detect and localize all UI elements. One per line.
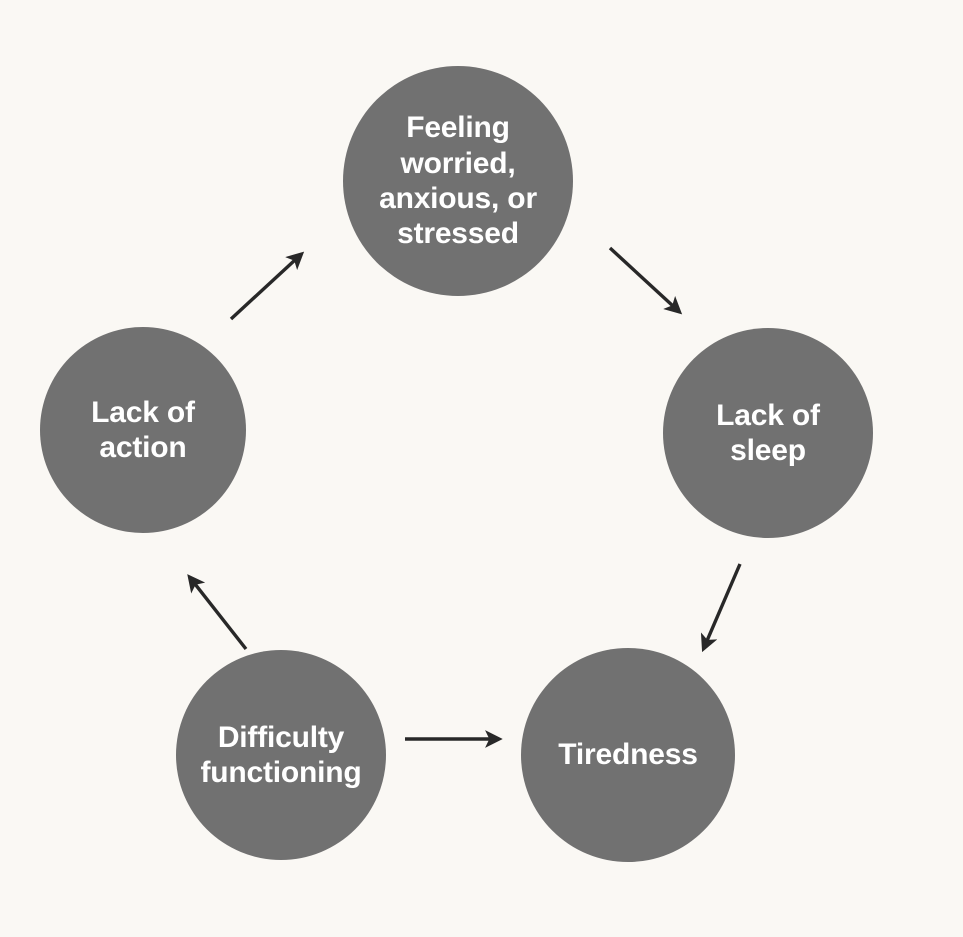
arrow-action-to-worried xyxy=(229,251,305,321)
node-tiredness: Tiredness xyxy=(521,648,735,862)
arrow-worried-to-sleep xyxy=(608,246,683,315)
arrow-difficulty-to-action xyxy=(187,574,248,651)
node-lack-of-sleep: Lack of sleep xyxy=(663,328,873,538)
node-difficulty-functioning: Difficulty functioning xyxy=(176,650,386,860)
node-label-lack-of-action: Lack of action xyxy=(91,395,195,464)
node-label-tiredness: Tiredness xyxy=(558,738,698,772)
node-label-lack-of-sleep: Lack of sleep xyxy=(716,398,820,467)
node-worried: Feeling worried, anxious, or stressed xyxy=(343,66,573,296)
node-label-difficulty-functioning: Difficulty functioning xyxy=(200,720,362,789)
node-label-worried: Feeling worried, anxious, or stressed xyxy=(379,111,537,251)
arrow-sleep-to-tiredness xyxy=(700,563,742,653)
node-lack-of-action: Lack of action xyxy=(40,327,246,533)
